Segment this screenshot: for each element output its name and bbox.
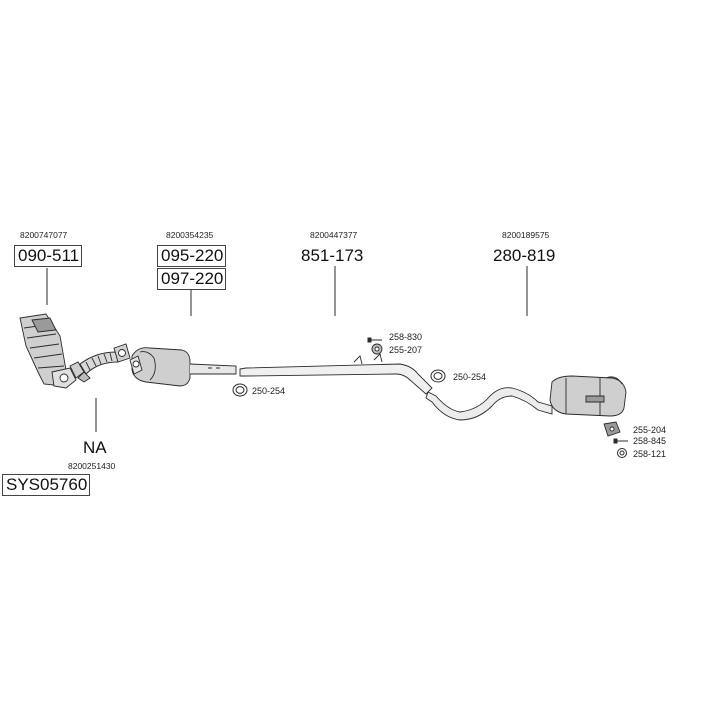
- part-number-097-220[interactable]: 097-220: [157, 268, 227, 290]
- oem-number-851-173: 8200447377: [310, 230, 358, 240]
- bolt-258-845: [613, 438, 628, 444]
- accessory-label-258-830[interactable]: 258-830: [389, 332, 423, 342]
- part-number-095-220[interactable]: 095-220: [157, 245, 227, 267]
- part-number-090-511[interactable]: 090-511: [14, 245, 83, 267]
- system-code: SYS05760: [2, 474, 91, 496]
- hanger-255-204: [603, 421, 621, 437]
- rear-silencer-part: [425, 375, 627, 421]
- middle-pipe-part: [239, 353, 433, 395]
- ring-258-121: [617, 448, 627, 458]
- part-number-na[interactable]: NA: [83, 438, 107, 457]
- front-catalyst-part: [129, 347, 237, 387]
- accessory-label-250-254-front[interactable]: 250-254: [252, 386, 286, 396]
- oem-number-090-511: 8200747077: [20, 230, 68, 240]
- oem-number-na: 8200251430: [68, 461, 116, 471]
- accessory-label-258-845[interactable]: 258-845: [633, 436, 667, 446]
- rubber-mount-255-207: [371, 343, 383, 355]
- accessory-label-258-121[interactable]: 258-121: [633, 449, 667, 459]
- catalytic-converter-part: [19, 313, 77, 389]
- bolt-258-830: [367, 337, 382, 343]
- oem-number-280-819: 8200189575: [502, 230, 550, 240]
- accessory-label-255-207[interactable]: 255-207: [389, 345, 423, 355]
- clamp-250-254-front: [232, 383, 248, 397]
- accessory-label-255-204[interactable]: 255-204: [633, 425, 667, 435]
- part-number-280-819[interactable]: 280-819: [493, 246, 556, 265]
- flex-pipe-part: [69, 343, 131, 383]
- accessory-label-250-254-rear[interactable]: 250-254: [453, 372, 487, 382]
- part-number-851-173[interactable]: 851-173: [301, 246, 364, 265]
- clamp-250-254-rear: [430, 369, 446, 383]
- oem-number-095-220: 8200354235: [166, 230, 214, 240]
